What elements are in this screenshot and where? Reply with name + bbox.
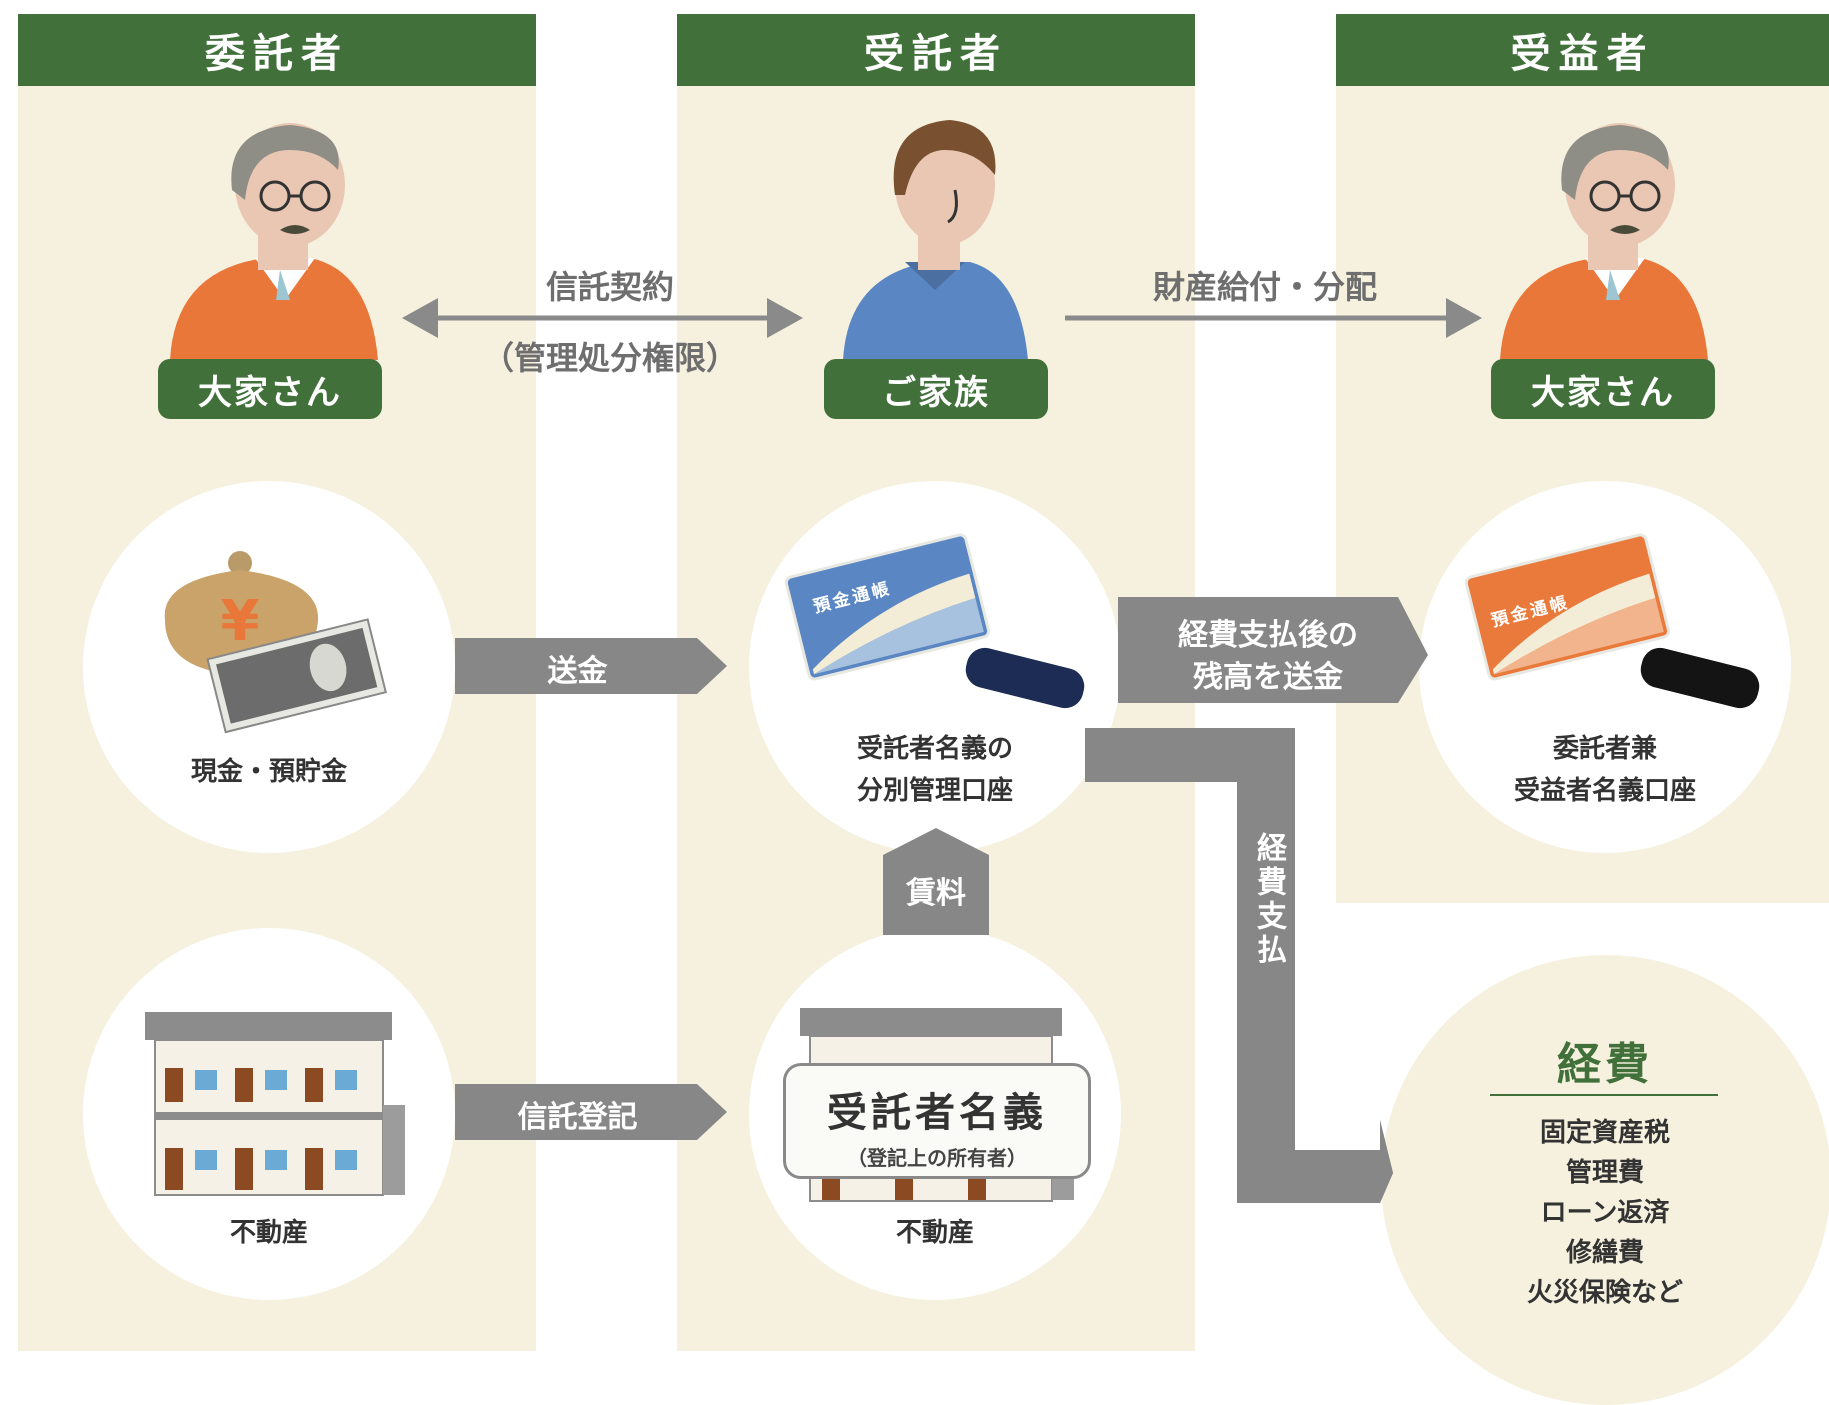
property-benefit-arrow: [1065, 298, 1482, 338]
svg-text:¥: ¥: [221, 589, 260, 654]
beneficiary-illustration: [1500, 123, 1708, 360]
trustee-account-caption-1: 受託者名義の: [856, 734, 1013, 764]
expense-item: 火災保険など: [1526, 1278, 1683, 1308]
settlor-illustration: [170, 123, 378, 360]
stamp-note: （登記上の所有者）: [847, 1146, 1027, 1170]
trustee-passbook-illustration: [784, 533, 991, 681]
trust-contract-note: （管理処分権限）: [481, 339, 738, 377]
property-benefit-label: 財産給付・分配: [1152, 268, 1377, 306]
trustee-illustration: [843, 120, 1028, 360]
beneficiary-account-caption-2: 受益者名義口座: [1513, 776, 1696, 806]
stamp-title: 受託者名義: [827, 1090, 1047, 1136]
beneficiary-passbook-illustration: [1464, 533, 1671, 681]
realestate-caption: 不動産: [229, 1218, 308, 1248]
trustee-seal: [965, 647, 1085, 709]
beneficiary-account-caption-1: 委託者兼: [1552, 734, 1657, 764]
trustee-account-caption-2: 分別管理口座: [856, 776, 1013, 806]
trust-contract-arrow: [402, 298, 803, 338]
cash-illustration: ¥: [164, 551, 388, 734]
expense-item: ローン返済: [1540, 1198, 1670, 1228]
trustee-realestate-caption: 不動産: [895, 1218, 974, 1248]
apartment-illustration: [145, 1012, 405, 1196]
trust-registration-arrow: [455, 1084, 727, 1140]
beneficiary-name-badge: 大家さん: [1491, 359, 1715, 419]
rent-arrow: [883, 828, 989, 935]
expense-item: 修繕費: [1565, 1238, 1644, 1268]
remit-arrow: [455, 638, 727, 694]
remit-label: 送金: [547, 654, 608, 689]
registered-owner-stamp: 受託者名義 （登記上の所有者）: [783, 1063, 1091, 1179]
remaining-balance-label-2: 残高を送金: [1193, 660, 1343, 695]
trustee-name-badge: ご家族: [824, 359, 1048, 419]
settlor-name-badge: 大家さん: [158, 359, 382, 419]
expense-item: 管理費: [1565, 1158, 1644, 1188]
beneficiary-seal: [1640, 647, 1760, 709]
expenses-title: 経費: [1557, 1039, 1653, 1090]
expenses-divider: [1490, 1094, 1718, 1096]
trust-contract-label: 信託契約: [545, 268, 674, 306]
trust-registration-label: 信託登記: [517, 1100, 638, 1135]
trustee-header: 受託者: [677, 14, 1195, 86]
expenses-circle: [1381, 955, 1829, 1405]
rent-label: 賃料: [906, 876, 966, 911]
expense-payment-label: 経費支払: [1251, 832, 1286, 968]
beneficiary-header: 受益者: [1336, 14, 1829, 86]
settlor-header: 委託者: [18, 14, 536, 86]
expense-payment-arrow: [1085, 728, 1393, 1203]
expense-item: 固定資産税: [1539, 1118, 1670, 1148]
remaining-balance-label-1: 経費支払後の: [1178, 618, 1358, 653]
cash-caption: 現金・預貯金: [190, 757, 347, 787]
remaining-balance-arrow: [1118, 597, 1428, 703]
